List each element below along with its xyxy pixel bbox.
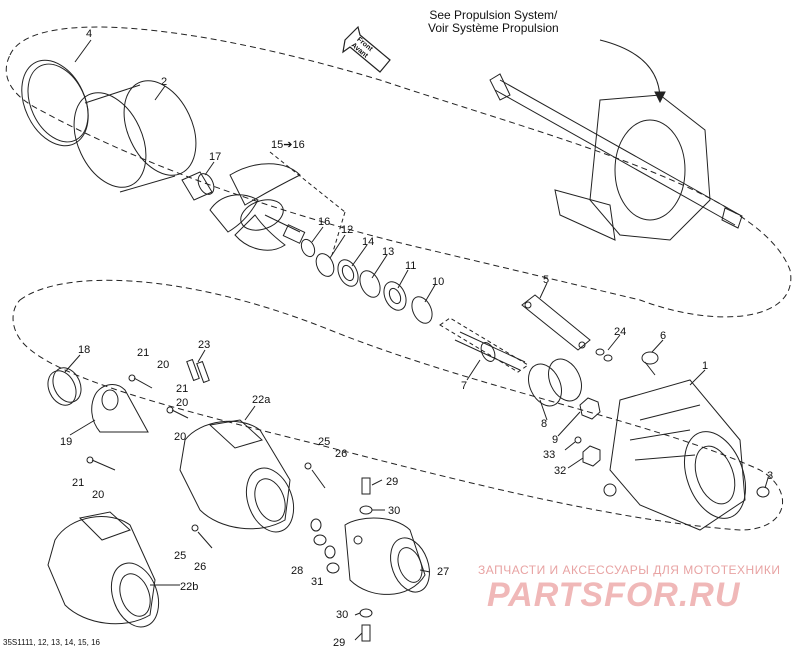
snap-ring-12-drawing (315, 253, 335, 277)
callout-6: 6 (660, 330, 667, 342)
callout-21-middle: 21 (176, 383, 189, 395)
callout-26-lower: 26 (194, 561, 207, 573)
plate-5-drawing (521, 294, 591, 351)
callout-20-upper: 20 (157, 359, 170, 371)
bushing-31-drawing (324, 545, 340, 574)
pin-23-drawing (186, 358, 210, 384)
group-15-16-bracket (269, 151, 346, 256)
ring-4-drawing (21, 59, 89, 147)
watermark-logo: PARTSFOR.RU (487, 576, 741, 614)
see-propulsion-line-1: See Propulsion System/ (429, 8, 558, 22)
callout-24: 24 (614, 326, 627, 338)
front-direction-arrow (342, 25, 391, 73)
callout-21-upper: 21 (137, 347, 150, 359)
callout-23: 23 (198, 339, 211, 351)
o-ring-18-drawing (47, 367, 82, 406)
impeller-drawing (209, 163, 306, 251)
bolt-29-upper-drawing (361, 477, 371, 495)
washer-30-lower-drawing (359, 608, 373, 618)
callout-9: 9 (552, 434, 559, 446)
callout-29-upper: 29 (386, 476, 399, 488)
wear-ring-2-drawing (73, 80, 197, 193)
o-ring-16-drawing (300, 238, 316, 258)
callout-19: 19 (60, 436, 73, 448)
callout-7: 7 (461, 380, 468, 392)
callout-31: 31 (311, 576, 324, 588)
nut-9-drawing (579, 397, 601, 420)
callout-20-middle-b: 20 (174, 431, 187, 443)
callout-14: 14 (362, 236, 375, 248)
callout-4: 4 (86, 28, 93, 40)
nut-32-drawing (582, 445, 601, 467)
callout-21-lower: 21 (72, 477, 85, 489)
callout-32: 32 (554, 465, 567, 477)
see-propulsion-system-note: See Propulsion System/ Voir Système Prop… (428, 9, 559, 35)
callout-22a: 22a (252, 394, 271, 406)
screw-21-20-upper-drawing (128, 374, 153, 389)
seal-13-drawing (359, 270, 381, 298)
callout-8: 8 (541, 418, 548, 430)
washer-30-upper-drawing (359, 505, 373, 515)
callout-27: 27 (437, 566, 450, 578)
plug-6-drawing (641, 351, 659, 376)
screw-25-26-lower-drawing (191, 524, 213, 549)
callout-30-lower: 30 (336, 609, 349, 621)
nozzle-27-drawing (344, 517, 430, 595)
shaft-7-drawing (439, 317, 529, 373)
lower-group-dashed-loop (12, 279, 784, 531)
pump-housing-1-drawing (603, 379, 746, 531)
callout-30-upper: 30 (388, 505, 401, 517)
watermark-tagline: ЗАПЧАСТИ И АКСЕССУАРЫ ДЛЯ МОТОТЕХНИКИ (478, 563, 781, 577)
bolt-29-lower-drawing (361, 624, 371, 642)
callout-17: 17 (209, 151, 222, 163)
o-ring-10-drawing (411, 296, 433, 324)
callout-28: 28 (291, 565, 304, 577)
bushing-28-drawing (310, 518, 327, 546)
callout-13: 13 (382, 246, 395, 258)
callout-25-upper: 25 (318, 436, 331, 448)
callout-29-lower: 29 (333, 637, 346, 649)
callout-11: 11 (405, 260, 417, 272)
callout-1: 1 (702, 360, 709, 372)
bearing-11-drawing (383, 281, 407, 311)
screw-25-26-upper-drawing (304, 462, 326, 489)
screw-33-drawing (574, 436, 582, 444)
upper-group-dashed-loop (5, 26, 792, 318)
plug-3-drawing (756, 486, 770, 498)
venturi-22b-drawing (47, 511, 160, 628)
callout-10: 10 (432, 276, 445, 288)
callout-5: 5 (543, 274, 550, 286)
washer-14-drawing (337, 259, 359, 287)
callout-3: 3 (767, 470, 774, 482)
drive-shaft-drawing (489, 73, 743, 241)
leader-lines (64, 39, 769, 641)
callout-22b: 22b (180, 581, 199, 593)
screw-24-drawing (595, 348, 613, 362)
screw-21-20-lower-drawing (86, 456, 116, 471)
see-propulsion-line-2: Voir Système Propulsion (428, 21, 559, 35)
callout-15-16: 15➔16 (271, 139, 305, 151)
header-note-leader (599, 39, 661, 101)
venturi-22a-drawing (179, 419, 295, 533)
callout-25-lower: 25 (174, 550, 187, 562)
callout-26-upper: 26 (335, 448, 348, 460)
bearing-8-drawing (528, 358, 582, 407)
part-17-drawing (181, 171, 215, 201)
callout-12: 12 (341, 224, 354, 236)
callout-16: 16 (318, 216, 331, 228)
cone-19-drawing (91, 384, 149, 433)
callout-33: 33 (543, 449, 556, 461)
callout-20-middle-a: 20 (176, 397, 189, 409)
screw-21-20-middle-drawing (166, 406, 189, 419)
diagram-reference-code: 35S1111, 12, 13, 14, 15, 16 (3, 638, 100, 647)
callout-2: 2 (161, 76, 168, 88)
header-note-arrowhead (654, 91, 666, 104)
callout-20-lower: 20 (92, 489, 105, 501)
callout-18: 18 (78, 344, 91, 356)
